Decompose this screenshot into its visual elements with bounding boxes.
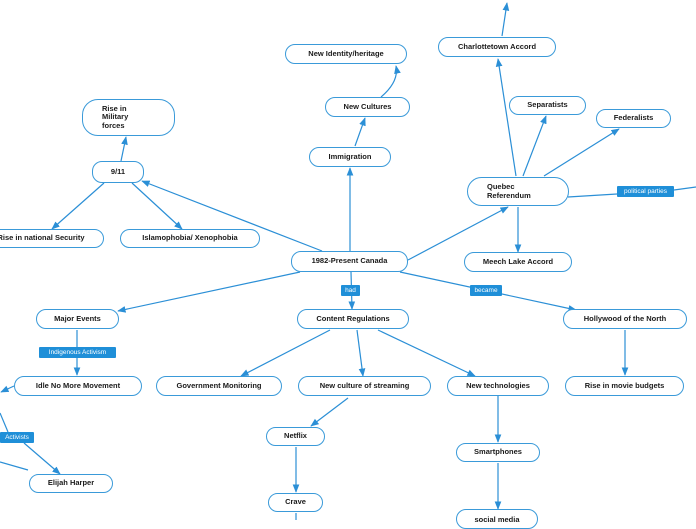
node-meech-lake[interactable]: Meech Lake Accord [464, 252, 572, 272]
edge-activists-lower [0, 461, 29, 471]
node-movie-budgets[interactable]: Rise in movie budgets [565, 376, 684, 396]
edge-911-security [51, 182, 105, 230]
node-separatists[interactable]: Separatists [509, 96, 586, 115]
node-central[interactable]: 1982-Present Canada [291, 251, 408, 272]
edge-activists-harper [23, 442, 61, 475]
node-new-cultures[interactable]: New Cultures [325, 97, 410, 117]
node-federalists[interactable]: Federalists [596, 109, 671, 128]
node-streaming-culture[interactable]: New culture of streaming [298, 376, 431, 396]
edge-content-tech [377, 329, 476, 377]
edge-idle-left [0, 385, 15, 393]
node-social-media[interactable]: social media [456, 509, 538, 529]
edge-911-islamophobia [131, 182, 183, 230]
node-content-regulations[interactable]: Content Regulations [297, 309, 409, 329]
node-immigration[interactable]: Immigration [309, 147, 391, 167]
edge-streaming-netflix [310, 397, 349, 427]
node-new-identity[interactable]: New Identity/heritage [285, 44, 407, 64]
node-crave[interactable]: Crave [268, 493, 323, 512]
edge-content-monitoring [240, 329, 331, 377]
node-elijah-harper[interactable]: Elijah Harper [29, 474, 113, 493]
edge-label-had: had [341, 285, 360, 296]
edge-cultures-identity [380, 65, 401, 98]
edge-label-activists: Activists [0, 432, 34, 443]
node-national-security[interactable]: Rise in national Security [0, 229, 104, 248]
node-military[interactable]: Rise in Military forces [82, 99, 175, 136]
edge-label-political-parties: political parties [617, 186, 674, 197]
edge-immigration-cultures [354, 117, 366, 147]
edge-label-indigenous-activism: Indigenous Activism [39, 347, 116, 358]
edge-quebec-charlottetown [495, 58, 517, 177]
node-quebec[interactable]: Quebec Referendum [467, 177, 569, 206]
edge-central-major-events [117, 271, 301, 313]
edge-content-streaming [356, 329, 366, 377]
node-major-events[interactable]: Major Events [36, 309, 119, 329]
node-gov-monitoring[interactable]: Government Monitoring [156, 376, 282, 396]
node-new-tech[interactable]: New technologies [447, 376, 549, 396]
node-idle-no-more[interactable]: Idle No More Movement [14, 376, 142, 396]
node-smartphones[interactable]: Smartphones [456, 443, 540, 462]
node-nine-eleven[interactable]: 9/11 [92, 161, 144, 183]
node-islamophobia[interactable]: Islamophobia/ Xenophobia [120, 229, 260, 248]
edge-label-became: became [470, 285, 502, 296]
node-charlottetown[interactable]: Charlottetown Accord [438, 37, 556, 57]
edge-central-quebec [407, 206, 509, 261]
edge-central-nine-eleven [141, 180, 323, 252]
edge-charlottetown-up [501, 2, 510, 37]
edge-quebec-separatists [522, 115, 547, 177]
edge-911-military [120, 136, 128, 162]
node-hollywood-north[interactable]: Hollywood of the North [563, 309, 687, 329]
edge-quebec-political-parties [567, 186, 696, 198]
edge-quebec-federalists [543, 128, 620, 177]
edge-activists-upper [0, 412, 9, 433]
node-netflix[interactable]: Netflix [266, 427, 325, 446]
